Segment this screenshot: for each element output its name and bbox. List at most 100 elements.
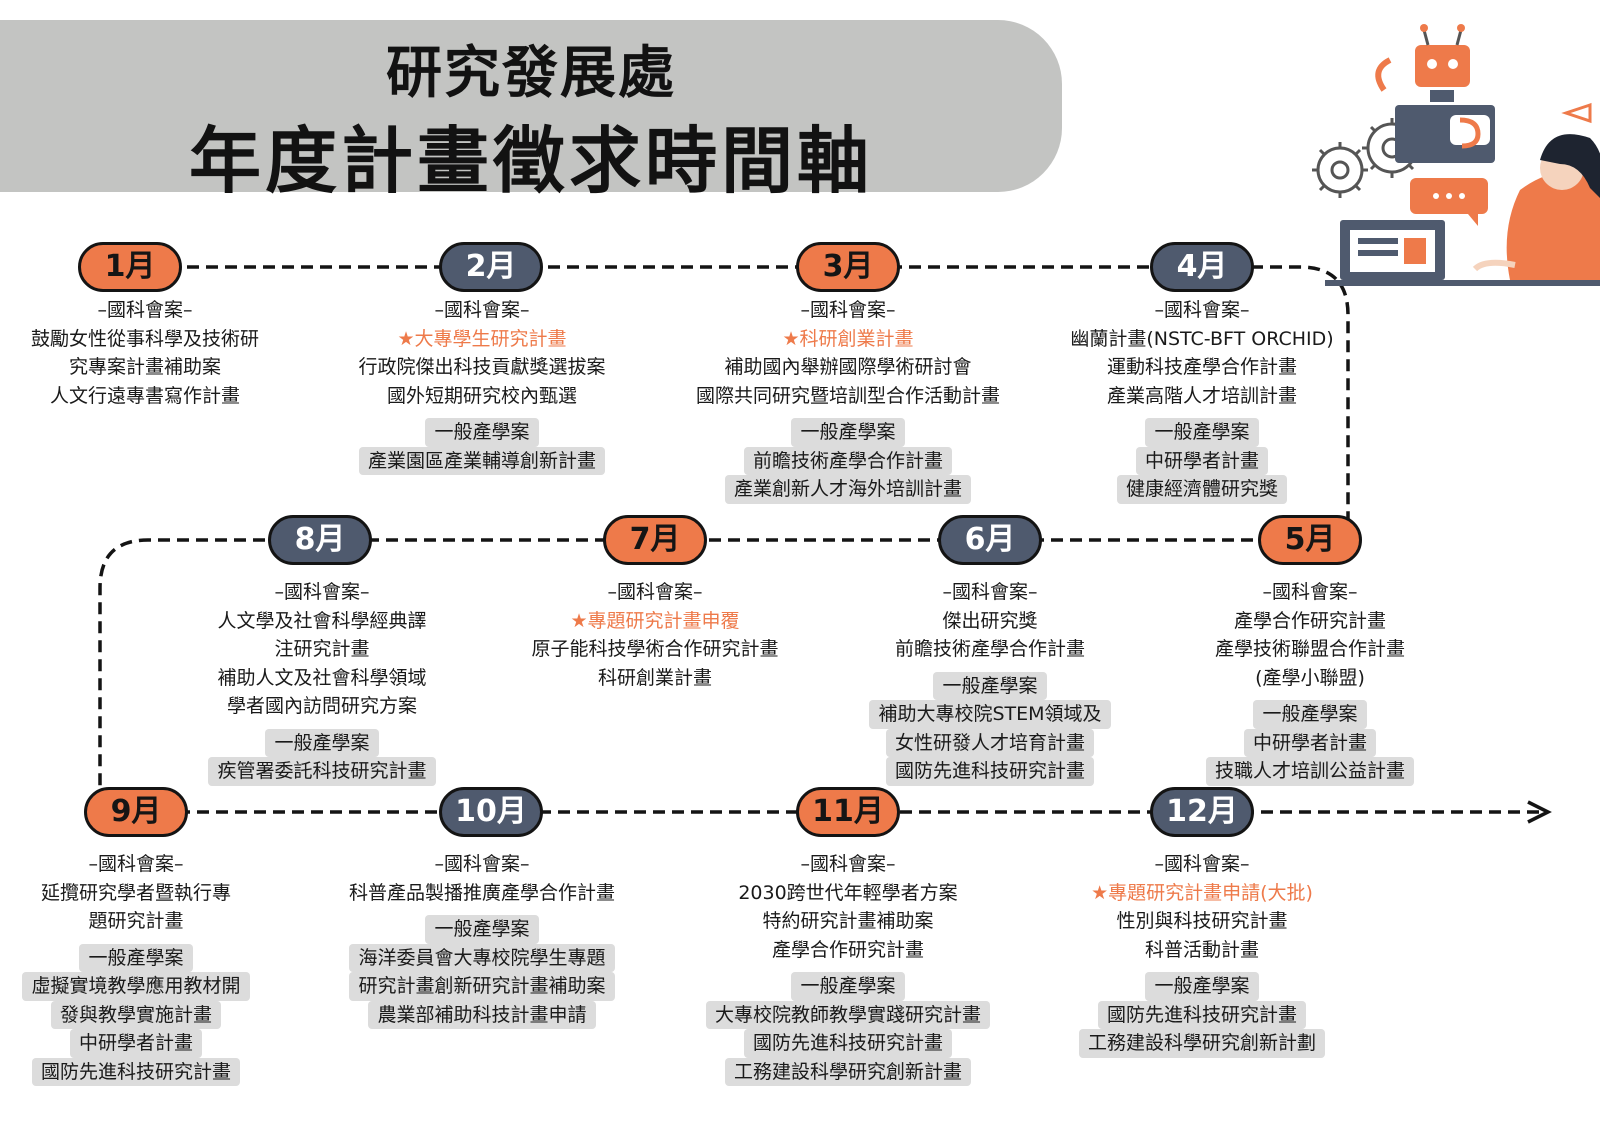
nstc-item: 補助人文及社會科學領域 — [217, 666, 427, 689]
nstc-item: 前瞻技術產學合作計畫 — [894, 638, 1085, 660]
general-item: 研究計畫創新研究計畫補助案 — [349, 972, 615, 1001]
month-block-8: –國科會案– 人文學及社會科學經典譯注研究計畫補助人文及社會科學領域學者國內訪問研… — [147, 578, 497, 786]
nstc-header: –國科會案– — [274, 581, 370, 603]
month-pill-12: 12月 — [1150, 787, 1254, 837]
month-block-4: –國科會案– 幽蘭計畫(NSTC-BFT ORCHID) 運動科技產學合作計畫產業高… — [1027, 296, 1377, 504]
general-item: 補助大專校院STEM領域及 — [869, 700, 1111, 729]
general-item: 疾管署委託科技研究計畫 — [208, 757, 436, 786]
nstc-header: –國科會案– — [97, 299, 193, 321]
nstc-item: 延攬研究學者暨執行專 — [40, 881, 231, 904]
nstc-item: 原子能科技學術合作研究計畫 — [531, 638, 779, 660]
title-line-1: 研究發展處 — [386, 41, 676, 106]
timeline-row-2 — [98, 538, 1310, 812]
general-item: 技職人才培訓公益計畫 — [1205, 757, 1414, 786]
month-block-11: –國科會案–2030跨世代年輕學者方案特約研究計畫補助案產學合作研究計畫一般產學… — [673, 850, 1023, 1086]
month-pill-5: 5月 — [1258, 515, 1362, 565]
month-block-1: –國科會案– 鼓勵女性從事科學及技術研究專案計畫補助案人文行遠專書寫作計畫 — [0, 296, 320, 410]
person-icon — [1472, 134, 1600, 280]
general-industry-list: 一般產學案海洋委員會大專校院學生專題研究計畫創新研究計畫補助案農業部補助科技計畫… — [307, 915, 657, 1029]
general-item: 產業園區產業輔導創新計畫 — [358, 446, 605, 475]
nstc-item: 學者國內訪問研究方案 — [226, 695, 417, 717]
month-block-9: –國科會案–延攬研究學者暨執行專題研究計畫一般產學案虛擬實境教學應用教材開發與教… — [0, 850, 311, 1086]
general-item: 海洋委員會大專校院學生專題 — [349, 943, 615, 972]
nstc-item: 科普活動計畫 — [1144, 938, 1259, 961]
nstc-item: 科研創業計畫 — [597, 666, 712, 689]
month-block-2: –國科會案–★大專學生研究計畫行政院傑出科技貢獻獎選拔案國外短期研究校內甄選一般… — [307, 296, 657, 475]
nstc-item: 鼓勵女性從事科學及技術研 — [30, 327, 259, 350]
chat-bubble-icon — [1410, 178, 1488, 226]
general-header: 一般產學案 — [791, 972, 905, 1001]
general-industry-list: 一般產學案虛擬實境教學應用教材開發與教學實施計畫中研學者計畫國防先進科技研究計畫 — [0, 943, 311, 1086]
general-item: 前瞻技術產學合作計畫 — [743, 446, 952, 475]
month-block-5: –國科會案–產學合作研究計畫產學技術聯盟合作計畫(產學小聯盟)一般產學案中研學者… — [1135, 578, 1485, 786]
general-item: 工務建設科學研究創新計劃 — [1078, 1029, 1325, 1058]
nstc-header: –國科會案– — [1154, 299, 1250, 321]
laptop-icon — [1325, 220, 1600, 286]
send-arrow-icon — [1561, 102, 1592, 124]
nstc-item: ★專題研究計畫申請(大批) — [1091, 881, 1313, 904]
nstc-item: 科普產品製播推廣產學合作計畫 — [348, 881, 615, 904]
nstc-item: 產學合作研究計畫 — [771, 938, 924, 961]
timeline-arrow-icon — [1527, 800, 1552, 824]
month-pill-4: 4月 — [1150, 242, 1254, 292]
general-item: 女性研發人才培育計畫 — [885, 728, 1094, 757]
month-pill-7: 7月 — [603, 515, 707, 565]
general-industry-list: 一般產學案補助大專校院STEM領域及女性研發人才培育計畫國防先進科技研究計畫 — [815, 671, 1165, 786]
month-block-12: –國科會案– ★專題研究計畫申請(大批) 性別與科技研究計畫科普活動計畫一般產學案國… — [1027, 850, 1377, 1058]
general-item: 中研學者計畫 — [1135, 446, 1268, 475]
nstc-item: 人文學及社會科學經典譯 — [217, 609, 427, 632]
general-header: 一般產學案 — [933, 671, 1047, 700]
month-pill-11: 11月 — [796, 787, 900, 837]
general-header: 一般產學案 — [1145, 418, 1259, 447]
nstc-item: 國際共同研究暨培訓型合作活動計畫 — [695, 384, 1000, 407]
general-header: 一般產學案 — [1253, 700, 1367, 729]
nstc-header: –國科會案– — [607, 581, 703, 603]
month-pill-9: 9月 — [84, 787, 188, 837]
timeline-row-1 — [130, 265, 1350, 540]
nstc-item: 產業高階人才培訓計畫 — [1106, 384, 1297, 407]
nstc-item: (產學小聯盟) — [1255, 666, 1365, 689]
month-pill-1: 1月 — [78, 242, 182, 292]
nstc-item: 幽蘭計畫(NSTC-BFT ORCHID) — [1070, 327, 1334, 350]
nstc-item: 運動科技產學合作計畫 — [1106, 356, 1297, 378]
nstc-item: 產學合作研究計畫 — [1233, 609, 1386, 632]
nstc-header: –國科會案– — [800, 299, 896, 321]
general-industry-list: 一般產學案產業園區產業輔導創新計畫 — [307, 418, 657, 475]
nstc-item: 國外短期研究校內甄選 — [386, 384, 577, 407]
general-header: 一般產學案 — [425, 915, 539, 944]
general-header: 一般產學案 — [791, 418, 905, 447]
month-pill-2: 2月 — [439, 242, 543, 292]
robot-icon — [1375, 24, 1495, 163]
nstc-header: –國科會案– — [1154, 853, 1250, 875]
month-block-7: –國科會案–★專題研究計畫申覆原子能科技學術合作研究計畫科研創業計畫 — [480, 578, 830, 692]
nstc-item: 傑出研究獎 — [942, 609, 1038, 632]
title-line-2: 年度計畫徵求時間軸 — [188, 119, 873, 203]
nstc-item: 產學技術聯盟合作計畫 — [1214, 638, 1405, 660]
nstc-item: 2030跨世代年輕學者方案 — [738, 881, 958, 904]
general-industry-list: 一般產學案國防先進科技研究計畫工務建設科學研究創新計劃 — [1027, 972, 1377, 1058]
month-block-3: –國科會案– ★科研創業計畫補助國內舉辦國際學術研討會國際共同研究暨培訓型合作活動… — [673, 296, 1023, 504]
nstc-item: 究專案計畫補助案 — [68, 356, 221, 378]
nstc-item: ★大專學生研究計畫 — [397, 327, 567, 350]
general-item: 健康經濟體研究獎 — [1116, 475, 1287, 504]
general-item: 工務建設科學研究創新計畫 — [724, 1057, 971, 1086]
nstc-header: –國科會案– — [434, 853, 530, 875]
nstc-header: –國科會案– — [434, 299, 530, 321]
nstc-item: 注研究計畫 — [274, 638, 370, 660]
general-industry-list: 一般產學案前瞻技術產學合作計畫產業創新人才海外培訓計畫 — [673, 418, 1023, 504]
month-pill-10: 10月 — [439, 787, 543, 837]
general-header: 一般產學案 — [1145, 972, 1259, 1001]
month-pill-3: 3月 — [796, 242, 900, 292]
nstc-item: 性別與科技研究計畫 — [1116, 910, 1288, 932]
month-pill-8: 8月 — [268, 515, 372, 565]
general-item: 國防先進科技研究計畫 — [31, 1057, 240, 1086]
general-industry-list: 一般產學案疾管署委託科技研究計畫 — [147, 728, 497, 786]
nstc-item: 補助國內舉辦國際學術研討會 — [724, 356, 972, 378]
general-header: 一般產學案 — [265, 728, 379, 757]
general-industry-list: 一般產學案中研學者計畫健康經濟體研究獎 — [1027, 418, 1377, 504]
robot-illustration-icon — [1312, 24, 1600, 286]
nstc-item: ★科研創業計畫 — [782, 327, 914, 350]
nstc-header: –國科會案– — [942, 581, 1038, 603]
nstc-item: 人文行遠專書寫作計畫 — [49, 384, 240, 407]
